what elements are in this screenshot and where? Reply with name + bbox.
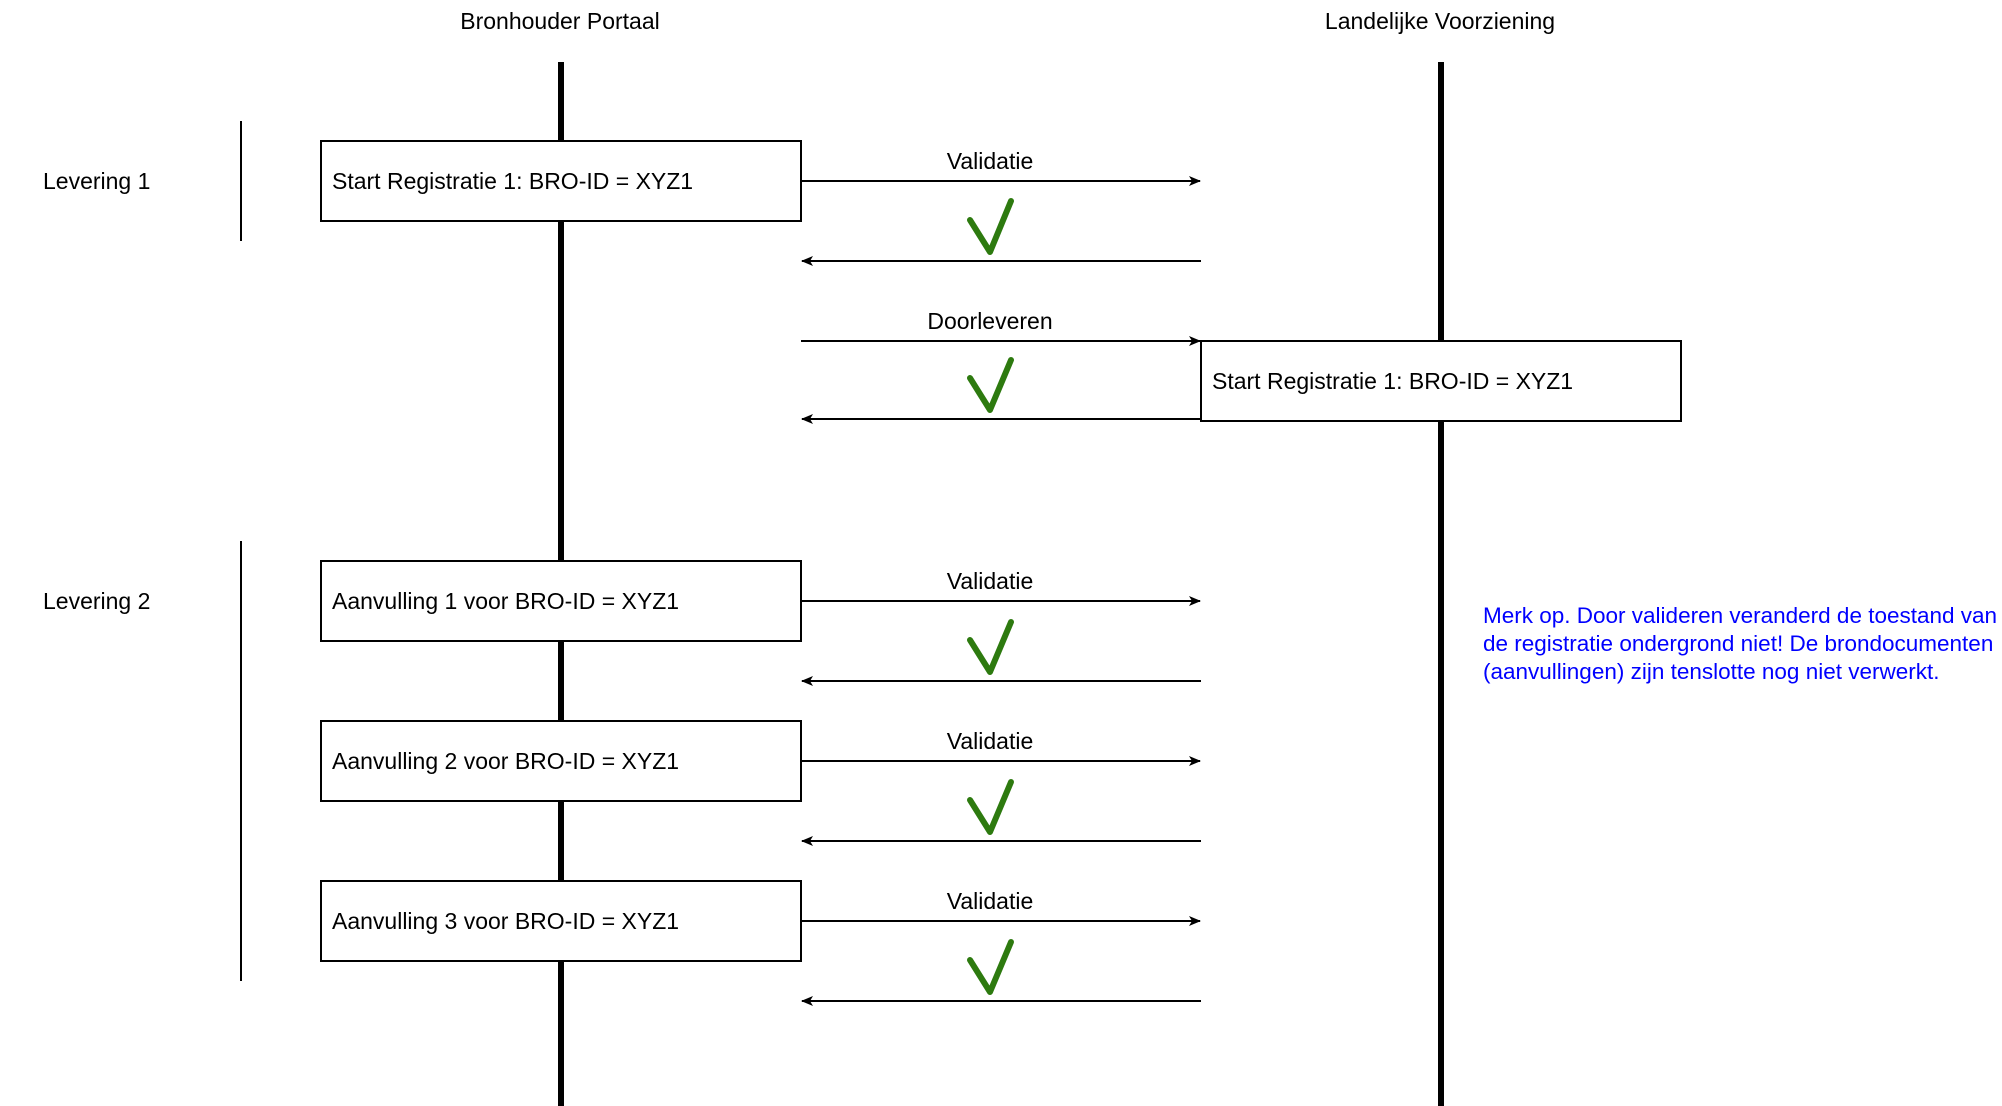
left-box-label: Aanvulling 2 voor BRO-ID = XYZ1: [332, 748, 679, 774]
check-icon: [967, 619, 1014, 675]
right-box-start-registratie: Start Registratie 1: BRO-ID = XYZ1: [1200, 340, 1682, 422]
message-label: Validatie: [947, 888, 1034, 914]
left-box-label: Start Registratie 1: BRO-ID = XYZ1: [332, 168, 693, 194]
message-label: Validatie: [947, 728, 1034, 754]
check-icon: [967, 198, 1014, 255]
right-box-label: Start Registratie 1: BRO-ID = XYZ1: [1212, 368, 1573, 394]
message-validatie-3: Validatie: [801, 728, 1201, 846]
check-icon: [967, 939, 1014, 995]
message-label: Validatie: [947, 568, 1034, 594]
left-box-start-registratie: Start Registratie 1: BRO-ID = XYZ1: [320, 140, 802, 222]
group-label-levering-2: Levering 2: [43, 588, 150, 614]
note-text: Merk op. Door valideren veranderd de toe…: [1483, 603, 1998, 684]
message-validatie-4: Validatie: [801, 888, 1201, 1006]
left-box-label: Aanvulling 1 voor BRO-ID = XYZ1: [332, 588, 679, 614]
left-box-aanvulling-1: Aanvulling 1 voor BRO-ID = XYZ1: [320, 560, 802, 642]
message-validatie-1: Validatie: [801, 148, 1201, 266]
left-box-label: Aanvulling 3 voor BRO-ID = XYZ1: [332, 908, 679, 934]
group-label-levering-1: Levering 1: [43, 168, 150, 194]
message-label: Doorleveren: [927, 308, 1052, 334]
message-doorleveren: Doorleveren: [801, 308, 1201, 424]
check-icon: [967, 779, 1014, 835]
lane-title-bronhouder-portaal: Bronhouder Portaal: [460, 8, 659, 34]
lane-title-landelijke-voorziening: Landelijke Voorziening: [1325, 8, 1555, 34]
message-label: Validatie: [947, 148, 1034, 174]
left-box-aanvulling-3: Aanvulling 3 voor BRO-ID = XYZ1: [320, 880, 802, 962]
left-box-aanvulling-2: Aanvulling 2 voor BRO-ID = XYZ1: [320, 720, 802, 802]
check-icon: [967, 357, 1014, 413]
message-validatie-2: Validatie: [801, 568, 1201, 686]
